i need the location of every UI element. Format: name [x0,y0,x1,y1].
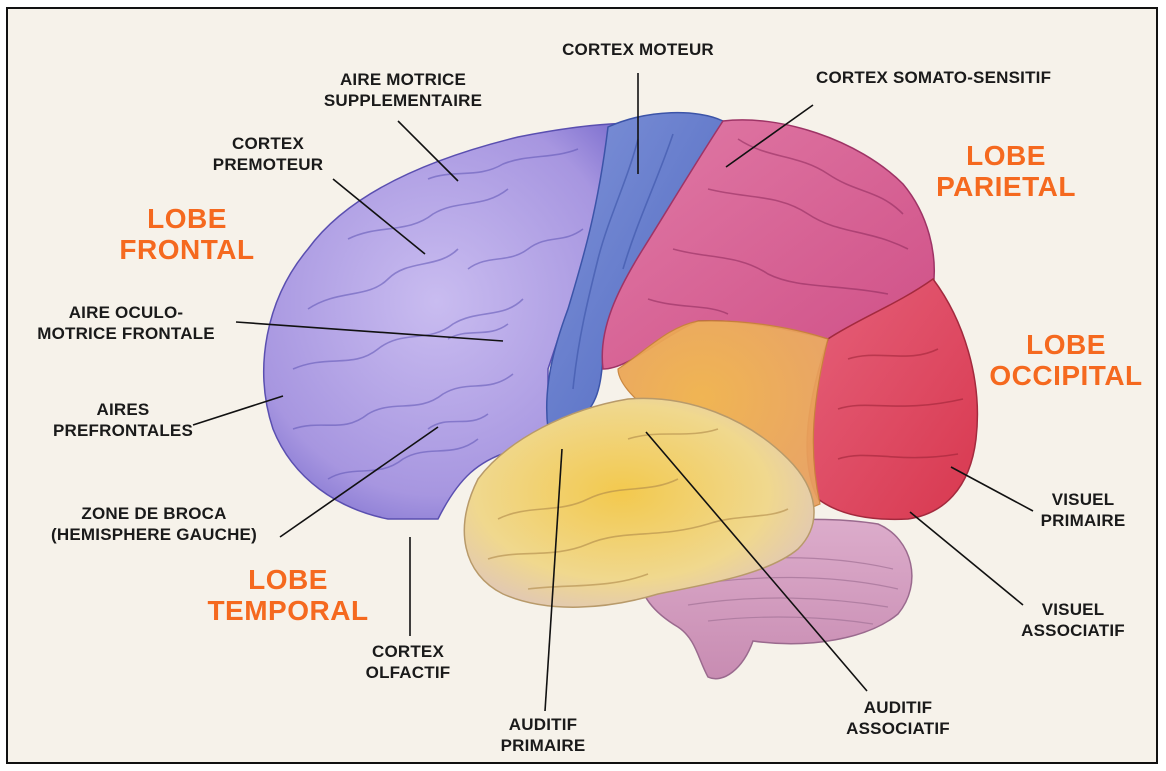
label-aire-motrice-line1: AIRE MOTRICE [298,69,508,90]
label-cortex-premoteur-line1: CORTEX [198,133,338,154]
label-auditif-primaire: AUDITIF PRIMAIRE [468,714,618,756]
label-auditif-primaire-line1: AUDITIF [468,714,618,735]
label-visuel-associatif-line2: ASSOCIATIF [998,620,1148,641]
label-aire-oculo-line2: MOTRICE FRONTALE [12,323,240,344]
lobe-temporal-line1: LOBE [198,564,378,595]
lobe-occipital-line1: LOBE [976,329,1156,360]
label-cortex-somato-line1: CORTEX SOMATO-SENSITIF [816,67,1116,88]
label-aires-prefrontales-line2: PREFRONTALES [48,420,198,441]
lobe-parietal-title: LOBE PARIETAL [920,140,1092,202]
label-auditif-primaire-line2: PRIMAIRE [468,735,618,756]
lobe-occipital-title: LOBE OCCIPITAL [976,329,1156,391]
label-zone-broca-line2: (HEMISPHERE GAUCHE) [24,524,284,545]
label-visuel-associatif: VISUEL ASSOCIATIF [998,599,1148,641]
label-cortex-olfactif-line1: CORTEX [338,641,478,662]
label-auditif-associatif-line1: AUDITIF [823,697,973,718]
label-cortex-premoteur-line2: PREMOTEUR [198,154,338,175]
label-auditif-associatif: AUDITIF ASSOCIATIF [823,697,973,739]
label-aires-prefrontales: AIRES PREFRONTALES [48,399,198,441]
diagram-frame: LOBE FRONTAL LOBE PARIETAL LOBE OCCIPITA… [6,7,1158,764]
label-aire-motrice: AIRE MOTRICE SUPPLEMENTAIRE [298,69,508,111]
lobe-frontal-line1: LOBE [104,203,270,234]
label-zone-broca-line1: ZONE DE BROCA [24,503,284,524]
label-auditif-associatif-line2: ASSOCIATIF [823,718,973,739]
label-aires-prefrontales-line1: AIRES [48,399,198,420]
lobe-frontal-line2: FRONTAL [104,234,270,265]
lobe-parietal-line1: LOBE [920,140,1092,171]
label-visuel-primaire: VISUEL PRIMAIRE [1018,489,1148,531]
lobe-temporal-line2: TEMPORAL [198,595,378,626]
label-cortex-olfactif-line2: OLFACTIF [338,662,478,683]
label-aire-motrice-line2: SUPPLEMENTAIRE [298,90,508,111]
label-cortex-moteur: CORTEX MOTEUR [528,39,748,60]
label-aire-oculo: AIRE OCULO- MOTRICE FRONTALE [12,302,240,344]
label-cortex-somato: CORTEX SOMATO-SENSITIF [816,67,1116,88]
label-cortex-olfactif: CORTEX OLFACTIF [338,641,478,683]
label-aire-oculo-line1: AIRE OCULO- [12,302,240,323]
lobe-occipital-line2: OCCIPITAL [976,360,1156,391]
lobe-frontal-title: LOBE FRONTAL [104,203,270,265]
lobe-temporal-title: LOBE TEMPORAL [198,564,378,626]
lobe-parietal-line2: PARIETAL [920,171,1092,202]
leader-visuel-associatif [910,512,1023,605]
label-zone-broca: ZONE DE BROCA (HEMISPHERE GAUCHE) [24,503,284,545]
label-visuel-primaire-line2: PRIMAIRE [1018,510,1148,531]
label-visuel-associatif-line1: VISUEL [998,599,1148,620]
label-cortex-moteur-line1: CORTEX MOTEUR [528,39,748,60]
label-visuel-primaire-line1: VISUEL [1018,489,1148,510]
label-cortex-premoteur: CORTEX PREMOTEUR [198,133,338,175]
